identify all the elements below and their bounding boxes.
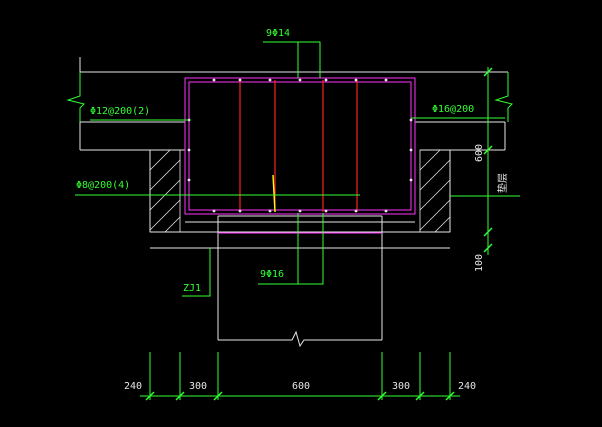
dim-600: 600 xyxy=(292,381,310,392)
accent-bar xyxy=(272,174,276,213)
bar-dots xyxy=(187,78,413,213)
label-right-upper-bars: Φ16@200 xyxy=(432,104,474,115)
dimension-ticks xyxy=(145,67,493,401)
dim-240-left: 240 xyxy=(124,381,142,392)
label-top-bars: 9Φ14 xyxy=(266,28,290,39)
vertical-bars xyxy=(239,80,358,212)
dim-240-right: 240 xyxy=(458,381,476,392)
label-left-upper-bars: Φ12@200(2) xyxy=(90,106,150,117)
label-column-tag: ZJ1 xyxy=(183,283,201,294)
label-elevation-mark: 垫层 xyxy=(496,173,509,193)
label-beam-depth: 600 xyxy=(474,144,485,162)
dim-300-right: 300 xyxy=(392,381,410,392)
leader-lines xyxy=(66,41,520,400)
label-cushion-depth: 100 xyxy=(474,254,485,272)
dim-300-left: 300 xyxy=(189,381,207,392)
label-bottom-bars: 9Φ16 xyxy=(260,269,284,280)
structural-outline xyxy=(79,57,508,348)
hatch-left xyxy=(149,149,181,233)
label-stirrups: Φ8@200(4) xyxy=(76,180,130,191)
hatch-right xyxy=(419,149,451,233)
